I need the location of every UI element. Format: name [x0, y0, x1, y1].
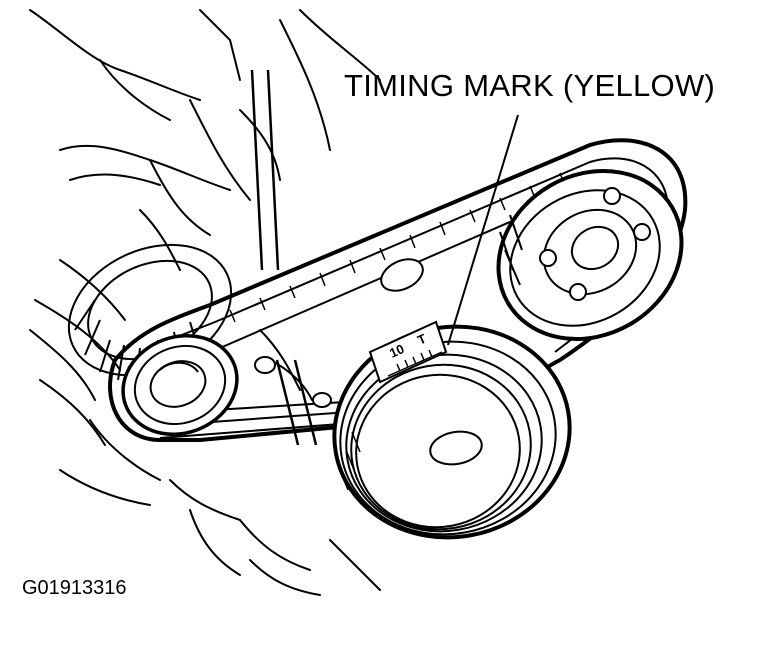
cover-boss [254, 258, 424, 408]
plate-left-text: 10 [387, 341, 406, 361]
timing-mark-plate: 10 T [368, 320, 448, 384]
idler-pulley [121, 333, 239, 437]
engine-background-sketch [29, 9, 381, 596]
belt-ribs [229, 172, 566, 323]
callout-leader-line [447, 114, 519, 346]
figure-id: G01913316 [22, 577, 127, 599]
upper-right-pulley [496, 168, 684, 342]
timing-mark-label: TIMING MARK (YELLOW) [344, 68, 716, 103]
crankshaft-pulley [332, 324, 572, 540]
